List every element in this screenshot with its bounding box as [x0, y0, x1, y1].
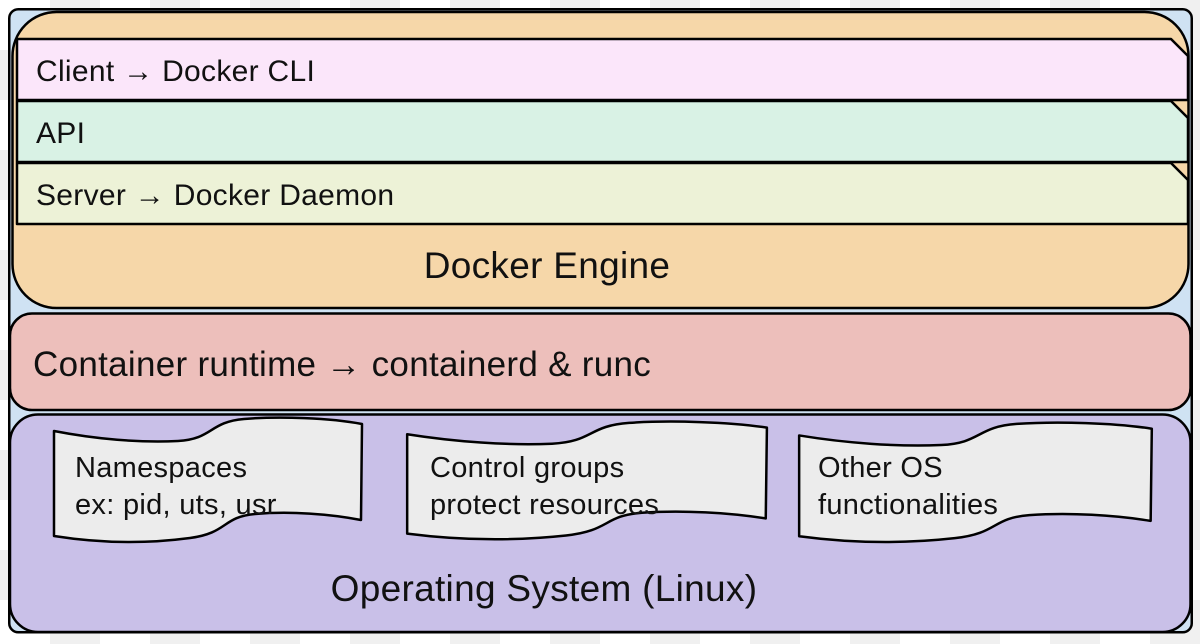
other-os-note-line1: Other OS — [818, 452, 943, 484]
control-groups-note-line1: Control groups — [430, 452, 624, 484]
client-box — [15, 37, 1190, 102]
api-label: API — [36, 117, 85, 150]
control-groups-note-line2: protect resources — [430, 489, 659, 521]
operating-system-group: Namespaces ex: pid, uts, usr Control gro… — [8, 413, 1192, 634]
server-label: Server → Docker Daemon — [36, 179, 394, 212]
container-runtime-box — [8, 312, 1192, 412]
operating-system-title: Operating System (Linux) — [331, 568, 758, 609]
docker-engine-group: Client → Docker CLI API Server → Docker … — [11, 10, 1190, 310]
docker-engine-title: Docker Engine — [424, 245, 671, 286]
namespaces-note-line1: Namespaces — [75, 452, 247, 484]
namespaces-note-line2: ex: pid, uts, usr — [75, 489, 277, 521]
server-box — [15, 161, 1190, 226]
client-label: Client → Docker CLI — [36, 55, 315, 88]
container-runtime-label: Container runtime → containerd & runc — [33, 345, 651, 384]
other-os-note-line2: functionalities — [818, 489, 998, 521]
container-runtime-group: Container runtime → containerd & runc — [8, 312, 1192, 412]
api-box — [15, 99, 1190, 164]
